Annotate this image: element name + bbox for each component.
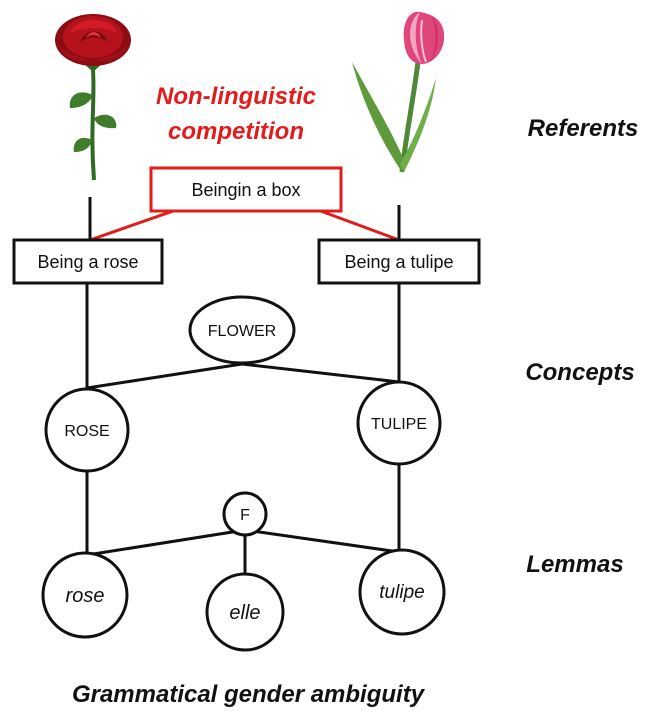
competition-links <box>89 208 400 242</box>
connection-lines <box>85 197 401 578</box>
level-concepts-label: Concepts <box>525 359 634 386</box>
in-box-to-tulip-box <box>317 208 400 242</box>
tulip-concept-label: TULIPE <box>371 416 427 433</box>
in-box-box: Beingin a box <box>149 166 343 213</box>
f-to-rose-lemma <box>86 528 246 557</box>
feminine-gender-label: F <box>240 507 250 524</box>
tulip-concept-node: TULIPE <box>356 380 442 466</box>
flower-concept-node: FLOWER <box>188 295 296 365</box>
rose-box: Being a rose <box>12 238 164 285</box>
tulip-box-label: Being a tulipe <box>344 252 453 272</box>
rose-image <box>55 14 131 181</box>
flower-to-tulip-concept <box>241 362 400 384</box>
tulip-lemma-label: tulipe <box>379 582 424 603</box>
rose-concept-label: ROSE <box>64 423 109 440</box>
competition-note-line2: competition <box>168 118 304 145</box>
tulip-box: Being a tulipe <box>317 238 481 285</box>
tulip-lemma-node: tulipe <box>358 548 446 636</box>
rose-concept-node: ROSE <box>44 387 130 473</box>
feminine-gender-node: F <box>222 491 268 537</box>
competition-note-line1: Non-linguistic <box>156 83 316 110</box>
in-box-to-rose-box <box>89 208 177 242</box>
in-box-label: Beingin a box <box>191 180 300 200</box>
diagram-title: Grammatical gender ambiguity <box>72 681 426 708</box>
elle-lemma-node: elle <box>205 572 285 652</box>
elle-lemma-label: elle <box>229 602 260 624</box>
rose-box-label: Being a rose <box>37 252 138 272</box>
level-lemmas-label: Lemmas <box>526 551 623 578</box>
flower-concept-label: FLOWER <box>208 323 276 340</box>
flower-to-rose-concept <box>86 362 243 390</box>
rose-lemma-label: rose <box>66 585 105 607</box>
level-referents-label: Referents <box>528 115 639 142</box>
tulip-image <box>352 11 445 173</box>
f-to-tulip-lemma <box>244 528 400 554</box>
rose-lemma-node: rose <box>41 551 129 639</box>
